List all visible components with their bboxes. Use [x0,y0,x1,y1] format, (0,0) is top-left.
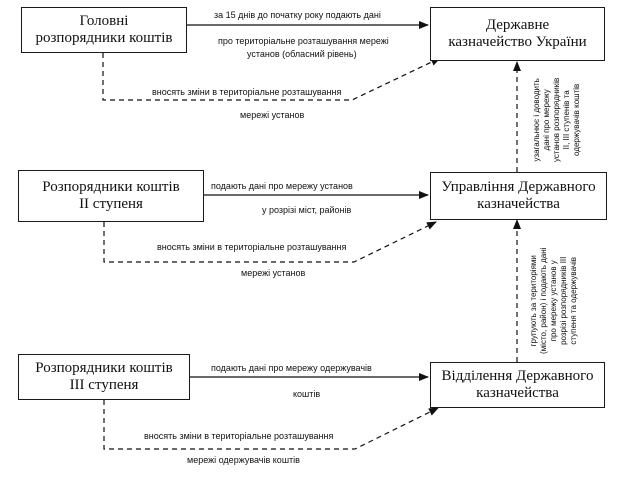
third-changes-label-1: вносять зміни в територіальне розташуван… [144,431,334,441]
chief-changes-arrow [102,53,441,101]
dept-to-admin-line3: про мережу установ у [549,260,558,342]
second-changes-label-1: вносять зміни в територіальне розташуван… [157,242,347,252]
chief-managers-line2: розпорядники коштів [35,30,173,46]
second-changes-arrow [103,221,437,263]
admin-to-treasury-label: узагальнює і доводить дані про мережу ус… [532,78,582,162]
chief-managers-line1: Головні [79,13,129,29]
third-submit-label-2: коштів [293,389,321,399]
third-changes-label-2: мережі одержувачів коштів [187,455,300,465]
second-changes-label-2: мережі установ [241,268,306,278]
third-level-line1: Розпорядники коштів [35,360,173,376]
admin-to-treasury-line1: узагальнює і доводить [532,78,541,162]
third-level-line2: III ступеня [69,377,139,393]
admin-to-treasury-line3: установ розпорядників [552,77,561,162]
admin-to-treasury-line2: дані про мережу [542,89,551,151]
third-changes-arrow [103,400,439,450]
dept-to-admin-line4: розрізі розпорядників III [559,256,568,345]
dept-to-admin-line2: (місто, район) і подають дані [539,247,548,354]
dept-to-admin-line5: ступеня та одержувачів [569,256,578,345]
admin-to-treasury-line4: II, III ступенів та [562,90,571,150]
treasury-department-line2: казначейства [476,385,559,401]
state-treasury-line2: казначейство України [448,34,587,50]
chief-submit-label-1: за 15 днів до початку року подають дані [214,10,381,20]
treasury-administration-line1: Управління Державного [441,179,596,195]
dept-to-admin-line1: групують за територіями [529,255,538,347]
chief-submit-label-2: про територіальне розташування мережі [218,36,389,46]
dept-to-admin-label: групують за територіями (місто, район) і… [529,248,579,354]
second-submit-label-1: подають дані про мережу установ [211,181,353,191]
chief-changes-label-2: мережі установ [240,110,305,120]
third-submit-label-1: подають дані про мережу одержувачів [211,363,372,373]
chief-submit-label-3: установ (обласний рівень) [247,49,357,59]
second-level-line1: Розпорядники коштів [42,179,180,195]
treasury-administration-line2: казначейства [477,196,560,212]
second-submit-label-2: у розрізі міст, районів [262,205,352,215]
state-treasury-line1: Державне [485,17,550,33]
treasury-department-line1: Відділення Державного [441,368,594,384]
second-level-line2: II ступеня [79,196,143,212]
admin-to-treasury-line5: одержувачів коштів [572,83,581,156]
chief-changes-label-1: вносять зміни в територіальне розташуван… [152,87,342,97]
